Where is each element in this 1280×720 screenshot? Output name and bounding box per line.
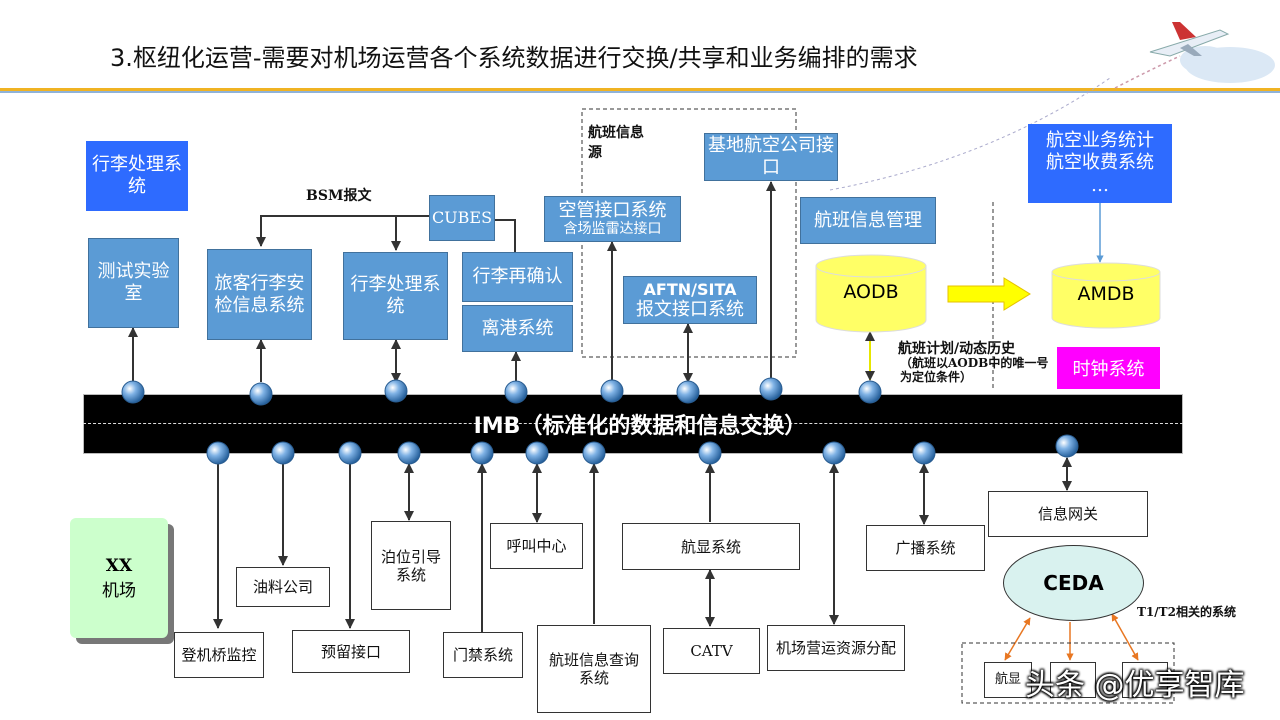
bsm-label: BSM报文 [306, 188, 372, 204]
sub-fids-box: 航显 [984, 662, 1032, 698]
business-line-3: … [1091, 174, 1109, 196]
gate-control-box: 门禁系统 [443, 632, 523, 678]
clock-system-box: 时钟系统 [1057, 347, 1160, 389]
airline-interface-box: 基地航空公司接口 [704, 133, 838, 181]
cubes-box: CUBES [429, 195, 495, 241]
business-line-1: 航空业务统计 [1046, 129, 1154, 151]
imb-bus-centerline [83, 423, 1183, 424]
fuel-company-box: 油料公司 [236, 567, 330, 607]
berth-guide-box: 泊位引导系统 [371, 521, 451, 610]
business-line-2: 航空收费系统 [1046, 152, 1154, 174]
imb-bus-label: IMB（标准化的数据和信息交换） [473, 414, 807, 439]
departure-box: 离港系统 [462, 305, 573, 352]
aodb-label: AODB [843, 281, 899, 303]
passenger-check-box: 旅客行李安检信息系统 [207, 249, 312, 340]
plane-cloud-icon [1114, 22, 1275, 89]
business-stats-box: 航空业务统计 航空收费系统 … [1028, 124, 1172, 203]
test-lab-box: 测试实验室 [88, 238, 179, 328]
resource-allocation-box: 机场营运资源分配 [767, 625, 905, 671]
info-gateway-box: 信息网关 [988, 491, 1148, 537]
bridge-monitor-box: 登机桥监控 [174, 632, 264, 678]
reconfirm-box: 行李再确认 [462, 252, 573, 302]
airport-sub: 机场 [102, 580, 136, 601]
aftn-sita-title: AFTN/SITA [643, 279, 737, 299]
broadcast-box: 广播系统 [866, 525, 985, 571]
flight-mgmt-box: 航班信息管理 [800, 197, 936, 244]
arrow-right-icon [947, 277, 1031, 311]
aftn-sita-box: AFTN/SITA 报文接口系统 [623, 276, 757, 324]
ceda-ellipse: CEDA [1003, 545, 1144, 621]
sub-system-box [1122, 662, 1168, 698]
luggage-system-box: 行李处理系统 [86, 141, 188, 211]
history-label: 航班计划/动态历史 [898, 341, 1016, 357]
fids-box: 航显系统 [622, 523, 800, 570]
airport-box: XX 机场 [70, 518, 168, 638]
call-center-box: 呼叫中心 [490, 523, 583, 569]
page-title: 3.枢纽化运营-需要对机场运营各个系统数据进行交换/共享和业务编排的需求 [110, 44, 918, 72]
flight-query-box: 航班信息查询系统 [537, 625, 651, 713]
airport-name: XX [105, 555, 133, 576]
title-rule [0, 88, 1280, 91]
aodb-cylinder [815, 254, 927, 333]
watermark-text: 头条 @优享智库 [1025, 668, 1245, 703]
title-rule-secondary [0, 91, 1280, 93]
amdb-label: AMDB [1077, 283, 1135, 305]
atc-interface-title: 空管接口系统 [558, 199, 667, 221]
aftn-sita-sub: 报文接口系统 [636, 298, 744, 320]
luggage-handling-box: 行李处理系统 [343, 252, 448, 340]
amdb-cylinder [1051, 262, 1161, 329]
atc-interface-sub: 含场监雷达接口 [563, 221, 662, 238]
t1t2-label: T1/T2相关的系统 [1137, 605, 1236, 619]
flight-source-label: 航班信息源 [588, 125, 644, 161]
atc-interface-box: 空管接口系统 含场监雷达接口 [544, 196, 681, 242]
sub-system-box [1050, 662, 1096, 698]
history-note: （航班以AODB中的唯一号为定位条件） [900, 356, 1049, 385]
catv-box: CATV [663, 628, 760, 674]
reserve-interface-box: 预留接口 [292, 630, 410, 673]
